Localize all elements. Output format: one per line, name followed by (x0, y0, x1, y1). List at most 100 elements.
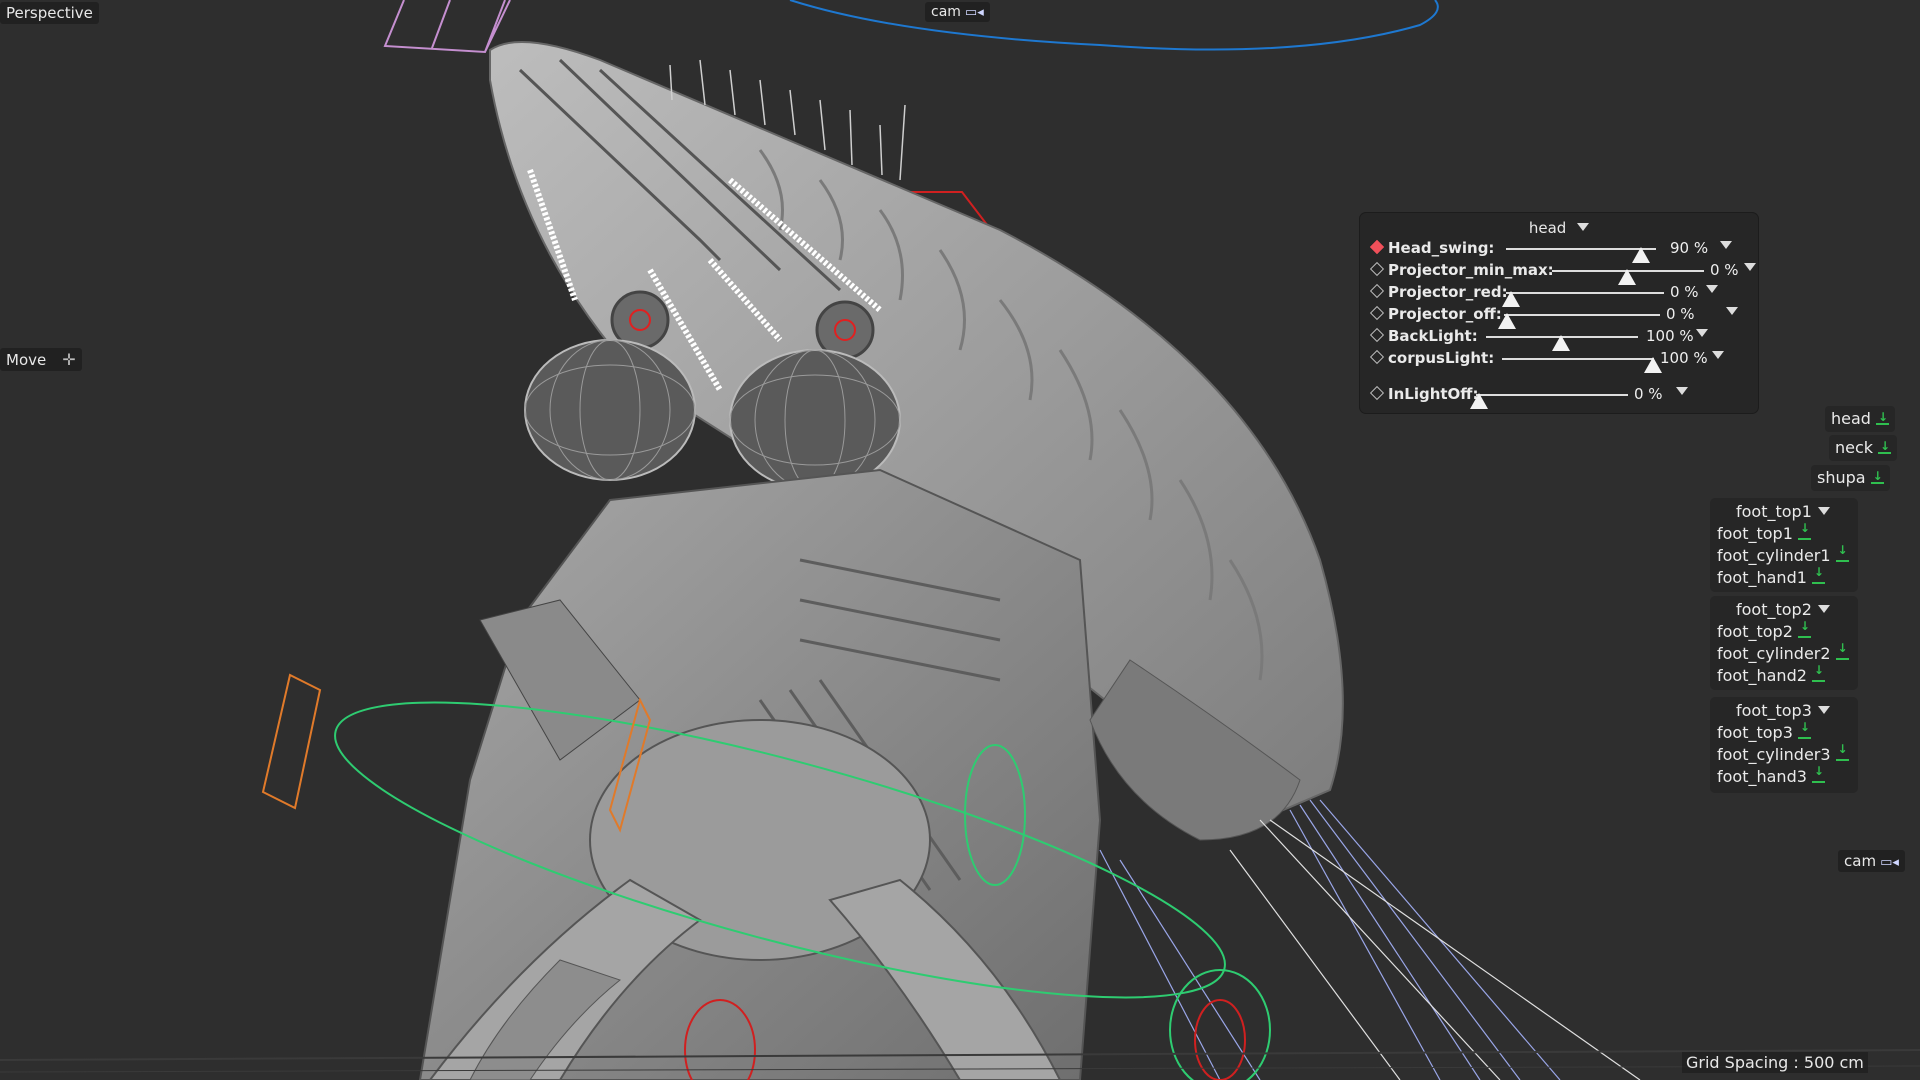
select-arrow-icon[interactable] (1878, 435, 1892, 457)
slider-label: Projector_min_max: (1388, 261, 1554, 279)
keyframe-diamond-icon[interactable] (1369, 261, 1385, 277)
slider-track[interactable] (1506, 247, 1656, 263)
selector-label: shupa (1817, 468, 1866, 487)
selector-item[interactable]: foot_top1 (1717, 521, 1811, 543)
slider-thumb[interactable] (1632, 247, 1650, 263)
slider-value: 0 % (1634, 385, 1663, 403)
slider-thumb[interactable] (1498, 313, 1516, 329)
camera-icon: ▭◂ (1880, 855, 1899, 870)
selector-label: foot_cylinder3 (1717, 745, 1831, 764)
chevron-down-icon[interactable] (1720, 241, 1732, 249)
selector-item[interactable]: foot_cylinder3 (1717, 742, 1849, 764)
slider-row-projector-min-max: Projector_min_max: 0 % (1369, 261, 1756, 285)
selector-neck[interactable]: neck (1829, 435, 1898, 461)
slider-thumb[interactable] (1618, 269, 1636, 285)
slider-value: 0 % (1666, 305, 1695, 323)
select-arrow-icon[interactable] (1835, 641, 1849, 660)
keyframe-diamond-icon[interactable] (1369, 349, 1385, 365)
selector-label: foot_hand2 (1717, 666, 1807, 685)
slider-row-head-swing: Head_swing: 90 % (1369, 239, 1750, 263)
selector-group-foot2: foot_top2 foot_top2 foot_cylinder2 foot_… (1710, 596, 1858, 690)
group-title[interactable]: foot_top3 (1736, 701, 1830, 720)
select-arrow-icon[interactable] (1870, 465, 1884, 487)
slider-track[interactable] (1470, 393, 1628, 409)
slider-value: 100 % (1660, 349, 1708, 367)
side-camera-label[interactable]: cam▭◂ (1838, 850, 1905, 872)
slider-label: Head_swing: (1388, 239, 1495, 257)
keyframe-diamond-icon[interactable] (1369, 305, 1385, 321)
selector-item[interactable]: foot_top2 (1717, 619, 1811, 641)
chevron-down-icon[interactable] (1726, 307, 1738, 315)
chevron-down-icon[interactable] (1712, 351, 1724, 359)
select-arrow-icon[interactable] (1797, 720, 1811, 739)
top-camera-label[interactable]: cam▭◂ (925, 2, 990, 22)
selector-head[interactable]: head (1825, 406, 1895, 432)
selector-label: foot_hand3 (1717, 767, 1807, 786)
keyframe-diamond-icon[interactable] (1369, 283, 1385, 299)
group-title-text: foot_top1 (1736, 502, 1812, 521)
slider-label: corpusLight: (1388, 349, 1495, 367)
slider-track[interactable] (1502, 291, 1664, 307)
camera-icon: ▭◂ (964, 5, 984, 20)
tool-label[interactable]: Move✛ (0, 348, 82, 371)
keyframe-diamond-icon[interactable] (1369, 327, 1385, 343)
chevron-down-icon[interactable] (1817, 706, 1830, 714)
chevron-down-icon[interactable] (1696, 329, 1708, 337)
selector-label: foot_top3 (1717, 723, 1793, 742)
select-arrow-icon[interactable] (1835, 742, 1849, 761)
chevron-down-icon[interactable] (1676, 387, 1688, 395)
selector-item[interactable]: foot_top3 (1717, 720, 1811, 742)
chevron-down-icon[interactable] (1744, 263, 1756, 271)
grid-spacing-label: Grid Spacing : 500 cm (1682, 1052, 1868, 1073)
selector-label: foot_cylinder2 (1717, 644, 1831, 663)
keyframe-diamond-icon[interactable] (1369, 385, 1385, 401)
select-arrow-icon[interactable] (1875, 406, 1889, 428)
selector-item[interactable]: foot_hand1 (1717, 565, 1825, 587)
selector-label: neck (1835, 438, 1874, 457)
slider-thumb[interactable] (1644, 357, 1662, 373)
group-title-text: foot_top3 (1736, 701, 1812, 720)
selector-label: foot_top1 (1717, 524, 1793, 543)
chevron-down-icon[interactable] (1817, 605, 1830, 613)
select-arrow-icon[interactable] (1811, 565, 1825, 584)
selector-label: foot_cylinder1 (1717, 546, 1831, 565)
selector-item[interactable]: foot_cylinder2 (1717, 641, 1849, 663)
slider-thumb[interactable] (1552, 335, 1570, 351)
panel-title[interactable]: head (1360, 219, 1758, 237)
selector-shupa[interactable]: shupa (1811, 465, 1890, 491)
select-arrow-icon[interactable] (1811, 663, 1825, 682)
slider-track[interactable] (1498, 313, 1660, 329)
slider-thumb[interactable] (1502, 291, 1520, 307)
slider-thumb[interactable] (1470, 393, 1488, 409)
chevron-down-icon[interactable] (1706, 285, 1718, 293)
keyframe-diamond-icon[interactable] (1369, 239, 1385, 255)
slider-value: 0 % (1670, 283, 1699, 301)
slider-row-corpuslight: corpusLight: 100 % (1369, 349, 1750, 373)
selector-label: foot_top2 (1717, 622, 1793, 641)
selector-item[interactable]: foot_hand2 (1717, 663, 1825, 685)
slider-track[interactable] (1552, 269, 1704, 285)
slider-track[interactable] (1486, 335, 1638, 351)
camera-view-text: Perspective (6, 4, 93, 22)
select-arrow-icon[interactable] (1797, 619, 1811, 638)
select-arrow-icon[interactable] (1797, 521, 1811, 540)
side-camera-text: cam (1844, 852, 1877, 870)
chevron-down-icon[interactable] (1577, 223, 1590, 231)
slider-row-inlightoff: InLightOff: 0 % (1369, 385, 1750, 409)
head-control-panel: head Head_swing: 90 % Projector_min_max:… (1360, 213, 1758, 413)
slider-track[interactable] (1502, 357, 1662, 373)
slider-value: 100 % (1646, 327, 1694, 345)
group-title[interactable]: foot_top1 (1736, 502, 1830, 521)
camera-view-label[interactable]: Perspective (0, 2, 99, 24)
selector-item[interactable]: foot_hand3 (1717, 764, 1825, 786)
selector-group-foot1: foot_top1 foot_top1 foot_cylinder1 foot_… (1710, 498, 1858, 592)
group-title[interactable]: foot_top2 (1736, 600, 1830, 619)
selector-item[interactable]: foot_cylinder1 (1717, 543, 1849, 565)
slider-label: Projector_off: (1388, 305, 1502, 323)
select-arrow-icon[interactable] (1835, 543, 1849, 562)
select-arrow-icon[interactable] (1811, 764, 1825, 783)
chevron-down-icon[interactable] (1817, 507, 1830, 515)
selector-label: foot_hand1 (1717, 568, 1807, 587)
move-cross-icon: ✛ (62, 350, 76, 369)
